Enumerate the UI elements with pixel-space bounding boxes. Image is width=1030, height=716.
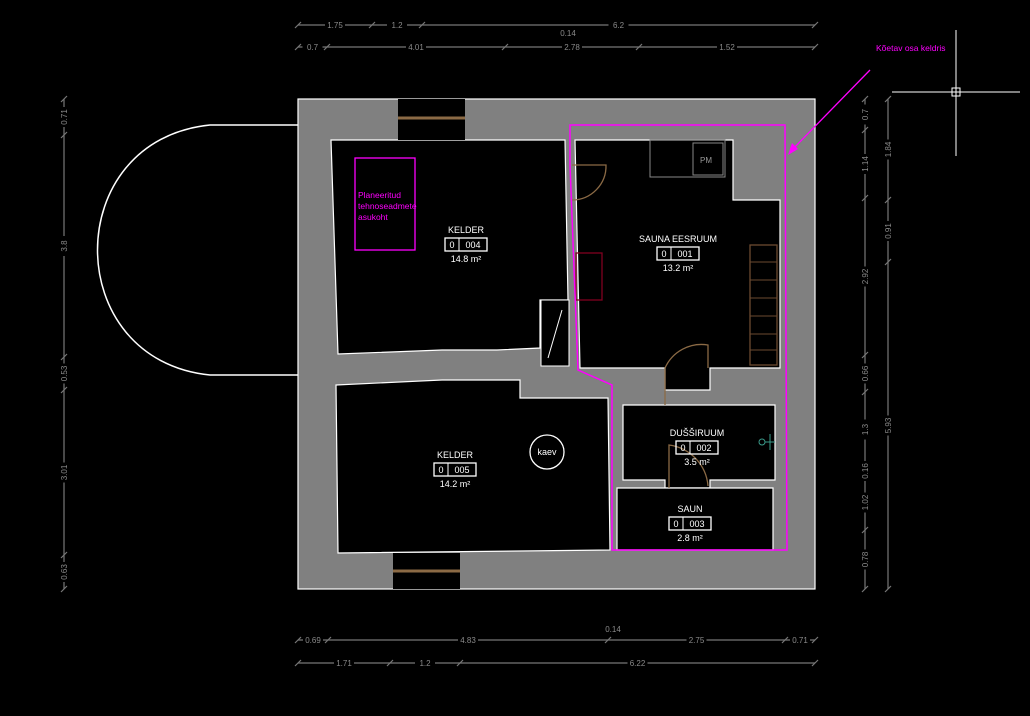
room-number: 003	[689, 519, 704, 529]
leader-line	[789, 69, 871, 153]
dim-right-1: 1.3	[861, 423, 870, 435]
equipment-area[interactable]	[354, 157, 416, 251]
room-name: SAUNA EESRUUM	[639, 234, 717, 244]
crosshair-cursor-icon	[892, 30, 1020, 156]
room-tag[interactable]: SAUN 0 003 2.8 m²	[668, 504, 712, 543]
dim-right-1: 0.66	[861, 365, 870, 381]
room-tag[interactable]: SAUNA EESRUUM 0 001 13.2 m²	[639, 234, 717, 273]
room-area: 2.8 m²	[677, 533, 703, 543]
dim-top-1: 1.2	[391, 21, 403, 30]
dim-bottom-2: 1.71	[336, 659, 352, 668]
dim-top-2: 0.7	[307, 43, 319, 52]
room-tag[interactable]: KELDER 0 004 14.8 m²	[444, 225, 488, 264]
room-number: 002	[696, 443, 711, 453]
dim-bottom-1: 4.83	[460, 636, 476, 645]
dim-left: 0.63	[60, 564, 69, 580]
cabinet	[649, 139, 726, 178]
room-area: 13.2 m²	[663, 263, 694, 273]
dim-bottom-mid: 0.14	[605, 625, 621, 634]
dim-left: 3.01	[60, 464, 69, 480]
dim-top-2: 2.78	[564, 43, 580, 52]
arrow-head-icon	[788, 143, 798, 155]
arch-outline	[96, 124, 298, 376]
room-tag[interactable]: DUŠŠIRUUM 0 002 3.5 m²	[670, 428, 725, 467]
dim-bottom-2: 6.22	[630, 659, 646, 668]
dim-right-1: 0.78	[861, 551, 870, 567]
room-floor: 0	[661, 249, 666, 259]
room-area: 14.2 m²	[440, 479, 471, 489]
dim-right-1: 1.14	[861, 156, 870, 172]
dim-top-1: 1.75	[327, 21, 343, 30]
dim-left: 0.71	[60, 109, 69, 125]
dim-right-2: 1.84	[884, 141, 893, 157]
dim-right-1: 0.7	[861, 108, 870, 120]
room-number-box	[433, 462, 477, 477]
stairs	[750, 261, 777, 351]
room-number: 001	[677, 249, 692, 259]
dim-right-1: 2.92	[861, 268, 870, 284]
room-number-box	[675, 440, 719, 455]
room-name: SAUN	[677, 504, 702, 514]
equipment-label-3: asukoht	[358, 212, 388, 222]
heated-area-outline[interactable]	[569, 124, 788, 551]
room-name: DUŠŠIRUUM	[670, 428, 725, 438]
pm-box	[692, 142, 724, 176]
dim-top-1: 6.2	[613, 21, 625, 30]
dim-bottom-1: 2.75	[689, 636, 705, 645]
room-number-box	[656, 246, 700, 261]
dim-right-1: 0.16	[861, 463, 870, 479]
dimension-lines: 1.75 1.2 6.2 0.14 0.7 4.01 2.78 1.52 0.69 4.83 2.7…	[59, 20, 893, 668]
doors[interactable]	[571, 164, 778, 488]
room-number-box	[444, 237, 488, 252]
room-tag[interactable]: KELDER 0 005 14.2 m²	[433, 450, 477, 489]
dim-bottom-1: 0.71	[792, 636, 808, 645]
dim-left: 0.53	[60, 365, 69, 381]
dim-top-2: 4.01	[408, 43, 424, 52]
room-name: KELDER	[437, 450, 474, 460]
room-number: 004	[465, 240, 480, 250]
room-floor: 0	[438, 465, 443, 475]
room-floor: 0	[673, 519, 678, 529]
room-area: 14.8 m²	[451, 254, 482, 264]
room-floor: 0	[680, 443, 685, 453]
heated-area-label: Kõetav osa keldris	[876, 43, 945, 53]
room-area: 3.5 m²	[684, 457, 710, 467]
room-number: 005	[454, 465, 469, 475]
shower-icon	[758, 434, 775, 450]
equipment-label-2: tehnoseadmete	[358, 201, 417, 211]
dim-bottom-2: 1.2	[419, 659, 431, 668]
dim-right-2: 5.93	[884, 417, 893, 433]
equipment-label-1: Planeeritud	[358, 190, 401, 200]
well-label: kaev	[537, 447, 557, 457]
room-floor: 0	[449, 240, 454, 250]
well-circle	[529, 434, 565, 470]
dim-bottom-1: 0.69	[305, 636, 321, 645]
walls	[297, 98, 816, 590]
dim-right-2: 0.91	[884, 223, 893, 239]
dim-left: 3.8	[60, 240, 69, 252]
pm-label: PM	[700, 156, 712, 165]
room-name: KELDER	[448, 225, 485, 235]
dim-top-2: 1.52	[719, 43, 735, 52]
room-number-box	[668, 516, 712, 531]
dim-top-mid: 0.14	[560, 29, 576, 38]
dim-right-1: 1.02	[861, 494, 870, 510]
